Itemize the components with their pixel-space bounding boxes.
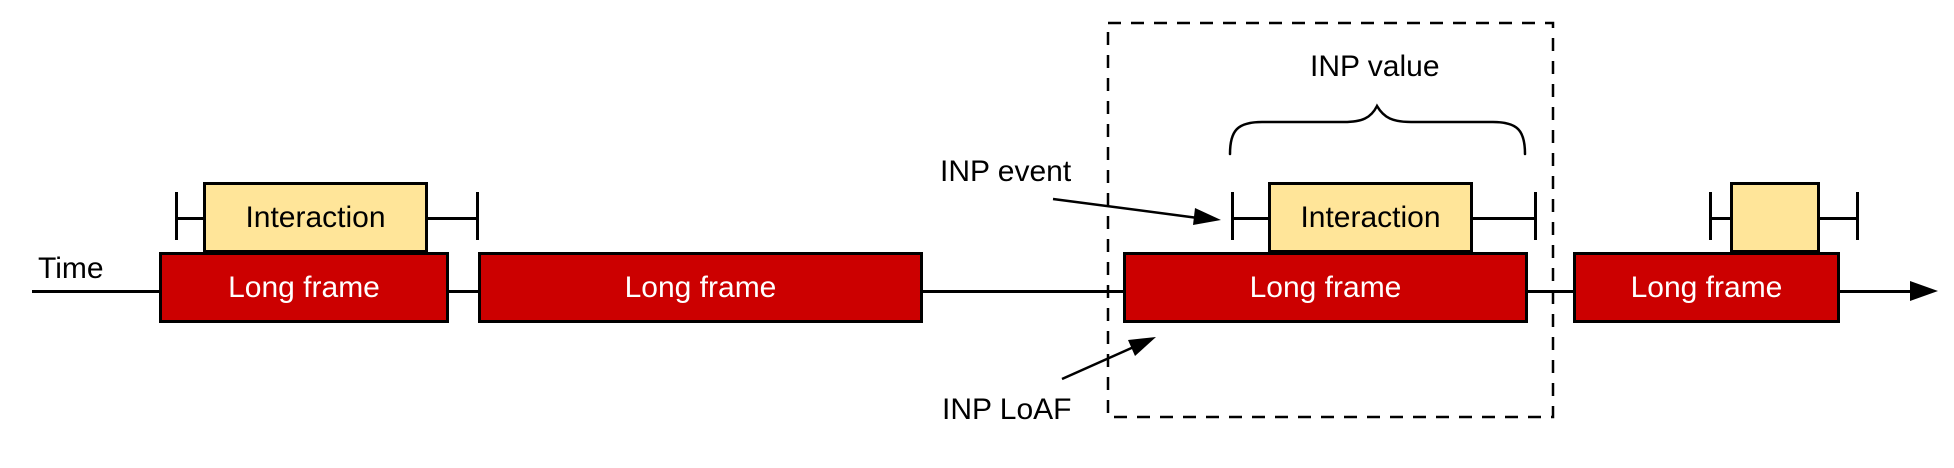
interaction-span-connector: [428, 217, 478, 220]
timeline-segment: [1528, 290, 1573, 293]
long-frame-box-2: Long frame: [478, 252, 923, 323]
long-frame-label: Long frame: [228, 270, 380, 304]
time-axis-label: Time: [38, 252, 104, 285]
long-frame-box-3: Long frame: [1123, 252, 1528, 323]
inp-loaf-arrow-line: [1061, 344, 1137, 381]
interaction-label: Interaction: [245, 200, 386, 234]
timeline-segment: [449, 290, 478, 293]
inp-event-arrow-line: [1052, 197, 1199, 220]
interaction-span-connector: [175, 217, 203, 220]
long-frame-box-4: Long frame: [1573, 252, 1840, 323]
interaction-span-connector: [1820, 217, 1858, 220]
long-frame-label: Long frame: [1249, 270, 1402, 304]
interaction-span-tick: [476, 192, 479, 240]
timeline-segment: [1840, 290, 1922, 293]
interaction-label: Interaction: [1300, 200, 1441, 234]
inp-event-arrow-head: [1193, 208, 1221, 225]
long-frame-label: Long frame: [1630, 270, 1783, 304]
interaction-box-3: [1730, 182, 1820, 253]
inp-loaf-arrow-head: [1128, 337, 1156, 356]
interaction-span-tick: [1709, 192, 1712, 240]
interaction-box-1: Interaction: [203, 182, 428, 253]
interaction-span-connector: [1709, 217, 1730, 220]
interaction-box-2: Interaction: [1268, 182, 1473, 253]
interaction-span-connector: [1473, 217, 1536, 220]
timeline-segment: [923, 290, 1123, 293]
interaction-span-connector: [1231, 217, 1268, 220]
interaction-span-tick: [175, 192, 178, 240]
long-frame-box-1: Long frame: [159, 252, 449, 323]
interaction-span-tick: [1231, 192, 1234, 240]
inp-event-label: INP event: [940, 155, 1072, 188]
interaction-span-tick: [1534, 192, 1537, 240]
inp-value-brace: [1228, 103, 1527, 156]
inp-loaf-label: INP LoAF: [942, 393, 1072, 426]
long-frame-label: Long frame: [624, 270, 777, 304]
interaction-span-tick: [1856, 192, 1859, 240]
timeline-segment: [32, 290, 159, 293]
inp-value-label: INP value: [1310, 50, 1440, 83]
